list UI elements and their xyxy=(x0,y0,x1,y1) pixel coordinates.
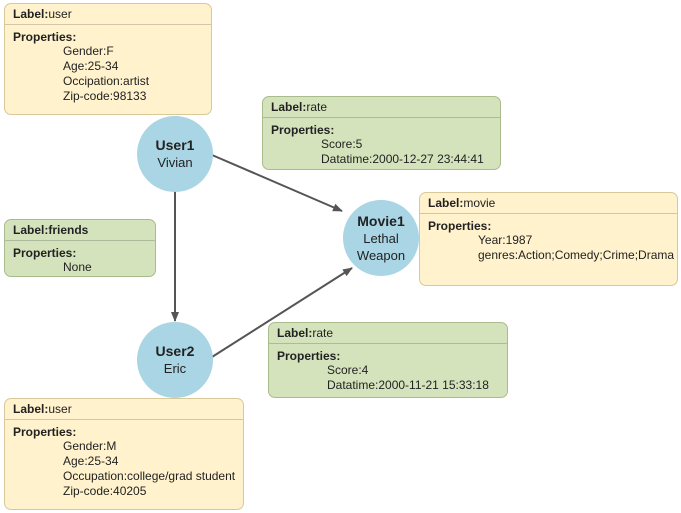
card-header: Label:rate xyxy=(263,97,500,118)
property-gender: Gender:M xyxy=(63,439,117,453)
friends-properties-card: Label:friends Properties: None xyxy=(4,219,156,277)
label-value: rate xyxy=(312,326,334,340)
properties-title: Properties: xyxy=(277,349,341,363)
properties-title: Properties: xyxy=(271,123,335,137)
property-datatime: Datatime:2000-11-21 15:33:18 xyxy=(327,378,489,392)
edge-user2-to-movie1 xyxy=(211,267,353,358)
property-zip-code: Zip-code:40205 xyxy=(63,484,147,498)
properties-title: Properties: xyxy=(13,246,77,260)
label-key: Label: xyxy=(13,7,49,21)
edge-user1-to-movie1 xyxy=(211,154,343,212)
property-score: Score:4 xyxy=(327,363,369,377)
property-occupation: Occupation:college/grad student xyxy=(63,469,236,483)
card-header: Label:user xyxy=(5,399,243,420)
property-gender: Gender:F xyxy=(63,44,114,58)
property-occupation: Occipation:artist xyxy=(63,74,150,88)
property-year: Year:1987 xyxy=(478,233,533,247)
property-datatime: Datatime:2000-12-27 23:44:41 xyxy=(321,152,484,166)
node-subtitle: Vivian xyxy=(157,155,193,170)
rate2-properties-card: Label:rate Properties: Score:4 Datatime:… xyxy=(268,322,508,398)
label-value: friends xyxy=(48,223,89,237)
label-key: Label: xyxy=(277,326,313,340)
node-movie1[interactable]: Movie1 Lethal Weapon xyxy=(343,200,419,276)
label-value: movie xyxy=(463,196,496,210)
node-user1[interactable]: User1 Vivian xyxy=(137,116,213,192)
user2-properties-card: Label:user Properties: Gender:M Age:25-3… xyxy=(4,398,244,510)
label-value: user xyxy=(48,7,72,21)
property-age: Age:25-34 xyxy=(63,454,119,468)
user1-properties-card: Label:user Properties: Gender:F Age:25-3… xyxy=(4,3,212,115)
label-key: Label: xyxy=(271,100,307,114)
node-subtitle-line2: Weapon xyxy=(356,247,406,263)
label-key: Label: xyxy=(13,402,49,416)
property-age: Age:25-34 xyxy=(63,59,119,73)
property-none: None xyxy=(63,260,92,274)
label-value: user xyxy=(48,402,72,416)
properties-title: Properties: xyxy=(428,219,492,233)
rate1-properties-card: Label:rate Properties: Score:5 Datatime:… xyxy=(262,96,501,170)
node-subtitle-line1: Lethal xyxy=(363,230,399,246)
node-name: User2 xyxy=(155,343,195,359)
node-subtitle: Eric xyxy=(163,361,187,376)
card-header: Label:rate xyxy=(269,323,507,344)
label-key: Label: xyxy=(428,196,464,210)
property-score: Score:5 xyxy=(321,137,363,151)
node-name: User1 xyxy=(155,137,195,153)
card-header: Label:movie xyxy=(420,193,677,214)
node-user2[interactable]: User2 Eric xyxy=(137,322,213,398)
label-value: rate xyxy=(306,100,328,114)
property-genres: genres:Action;Comedy;Crime;Drama xyxy=(478,248,675,262)
movie-properties-card: Label:movie Properties: Year:1987 genres… xyxy=(419,192,678,286)
property-zip-code: Zip-code:98133 xyxy=(63,89,147,103)
label-key: Label: xyxy=(13,223,49,237)
node-name: Movie1 xyxy=(357,212,405,229)
properties-title: Properties: xyxy=(13,30,77,44)
card-header: Label:friends xyxy=(5,220,155,241)
card-header: Label:user xyxy=(5,4,211,25)
properties-title: Properties: xyxy=(13,425,77,439)
